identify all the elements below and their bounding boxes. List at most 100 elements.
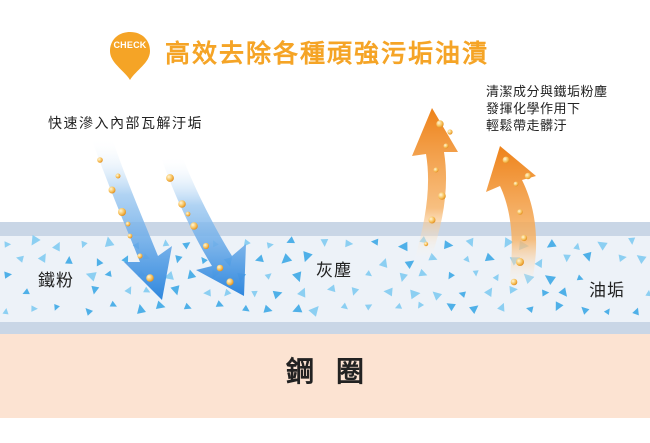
dust-particle — [484, 287, 493, 297]
bubble — [202, 242, 210, 250]
steel-base — [0, 334, 650, 418]
dust-particle — [472, 270, 479, 277]
dust-particle — [534, 258, 543, 269]
dust-particle — [96, 258, 104, 267]
bubble — [513, 181, 519, 187]
dust-particle — [54, 303, 60, 311]
bubble — [443, 143, 449, 149]
dust-particle — [320, 238, 329, 247]
dust-particle — [203, 289, 211, 297]
bubble — [125, 221, 131, 227]
dust-particle — [263, 304, 273, 313]
dust-particle — [124, 286, 132, 295]
dust-particle — [292, 271, 302, 283]
dust-particle — [555, 301, 564, 311]
dust-particle — [542, 289, 550, 297]
removal-note-line: 清潔成分與鐵垢粉塵 — [486, 85, 608, 100]
dust-particle — [544, 275, 556, 285]
bubble — [447, 129, 453, 135]
dust-particle — [286, 236, 295, 244]
dust-particle — [52, 241, 60, 252]
dust-particle — [636, 255, 647, 264]
dust-particle — [582, 251, 592, 262]
iron-powder-label: 鐵粉 — [38, 271, 74, 291]
bubble — [166, 174, 174, 182]
dust-particle — [4, 241, 12, 248]
dust-particle — [465, 237, 474, 248]
bubble — [190, 222, 198, 230]
bubble — [423, 241, 429, 247]
dust-particle — [378, 258, 388, 268]
bubble — [127, 233, 133, 239]
dust-particle — [432, 291, 443, 301]
dust-particle — [351, 287, 360, 296]
bubble — [438, 192, 446, 200]
dust-particle — [597, 241, 608, 251]
dust-particle — [215, 300, 224, 307]
dust-particle — [2, 307, 9, 315]
dust-particle — [618, 254, 627, 263]
dust-particle — [526, 306, 534, 313]
dust-particle — [121, 255, 129, 264]
dust-particle — [632, 307, 639, 316]
dust-particle — [183, 302, 192, 310]
bubble — [436, 120, 444, 128]
band-bottom-edge — [0, 322, 650, 334]
dust-particle — [104, 270, 112, 277]
dust-particle — [65, 256, 73, 264]
dust-particle — [155, 300, 166, 310]
bubble — [524, 172, 532, 180]
dust-particle — [182, 242, 191, 250]
dust-particle — [297, 287, 306, 298]
header: CHECK 高效去除各種頑強污垢油漬 — [0, 22, 650, 80]
dust-particle — [85, 308, 94, 316]
steel-ring-label: 鋼圈 — [285, 355, 386, 388]
band-top-edge — [0, 222, 650, 236]
bubble — [517, 209, 523, 215]
dust-particle — [224, 288, 232, 297]
dust-particle — [370, 238, 379, 246]
dust-particle — [558, 287, 568, 297]
dust-particle — [242, 304, 250, 312]
dust-particle — [397, 241, 408, 252]
dust-particle — [104, 236, 115, 248]
dust-particle — [308, 305, 319, 317]
removal-note-line: 輕鬆帶走髒汙 — [486, 119, 568, 134]
bottom-margin — [0, 418, 650, 443]
dust-particle — [281, 253, 293, 264]
grime-band — [0, 236, 650, 322]
dust-particle — [137, 304, 146, 314]
dust-particle — [394, 302, 403, 309]
dust-label: 灰塵 — [316, 261, 352, 281]
dust-particle — [85, 272, 97, 282]
dust-particle — [326, 284, 336, 293]
dust-particle — [603, 308, 610, 316]
dust-particle — [418, 268, 428, 277]
dust-particle — [399, 272, 408, 282]
dust-particle — [37, 253, 46, 263]
dust-particle — [504, 237, 514, 248]
dust-particle — [546, 239, 557, 248]
dust-particle — [170, 285, 180, 296]
bubble — [118, 208, 126, 216]
cleaning-bubbles — [97, 120, 532, 286]
bubble — [97, 157, 103, 163]
dust-particle — [272, 290, 283, 300]
dust-particle — [264, 273, 272, 280]
check-badge-label: CHECK — [113, 40, 147, 50]
dust-particle — [255, 254, 264, 263]
penetration-note: 快速滲入內部瓦解汙垢 — [48, 116, 203, 132]
bubble — [108, 186, 116, 194]
dust-particle — [576, 274, 584, 281]
bubble — [502, 156, 510, 164]
bubble — [520, 234, 528, 242]
dust-particle — [292, 304, 303, 313]
dust-particle — [16, 255, 24, 263]
dust-particle — [187, 269, 197, 280]
dust-particle — [492, 273, 499, 282]
dust-particle — [109, 300, 117, 307]
dust-particle — [404, 260, 415, 269]
bubble — [146, 274, 154, 282]
dust-particle — [31, 234, 41, 246]
